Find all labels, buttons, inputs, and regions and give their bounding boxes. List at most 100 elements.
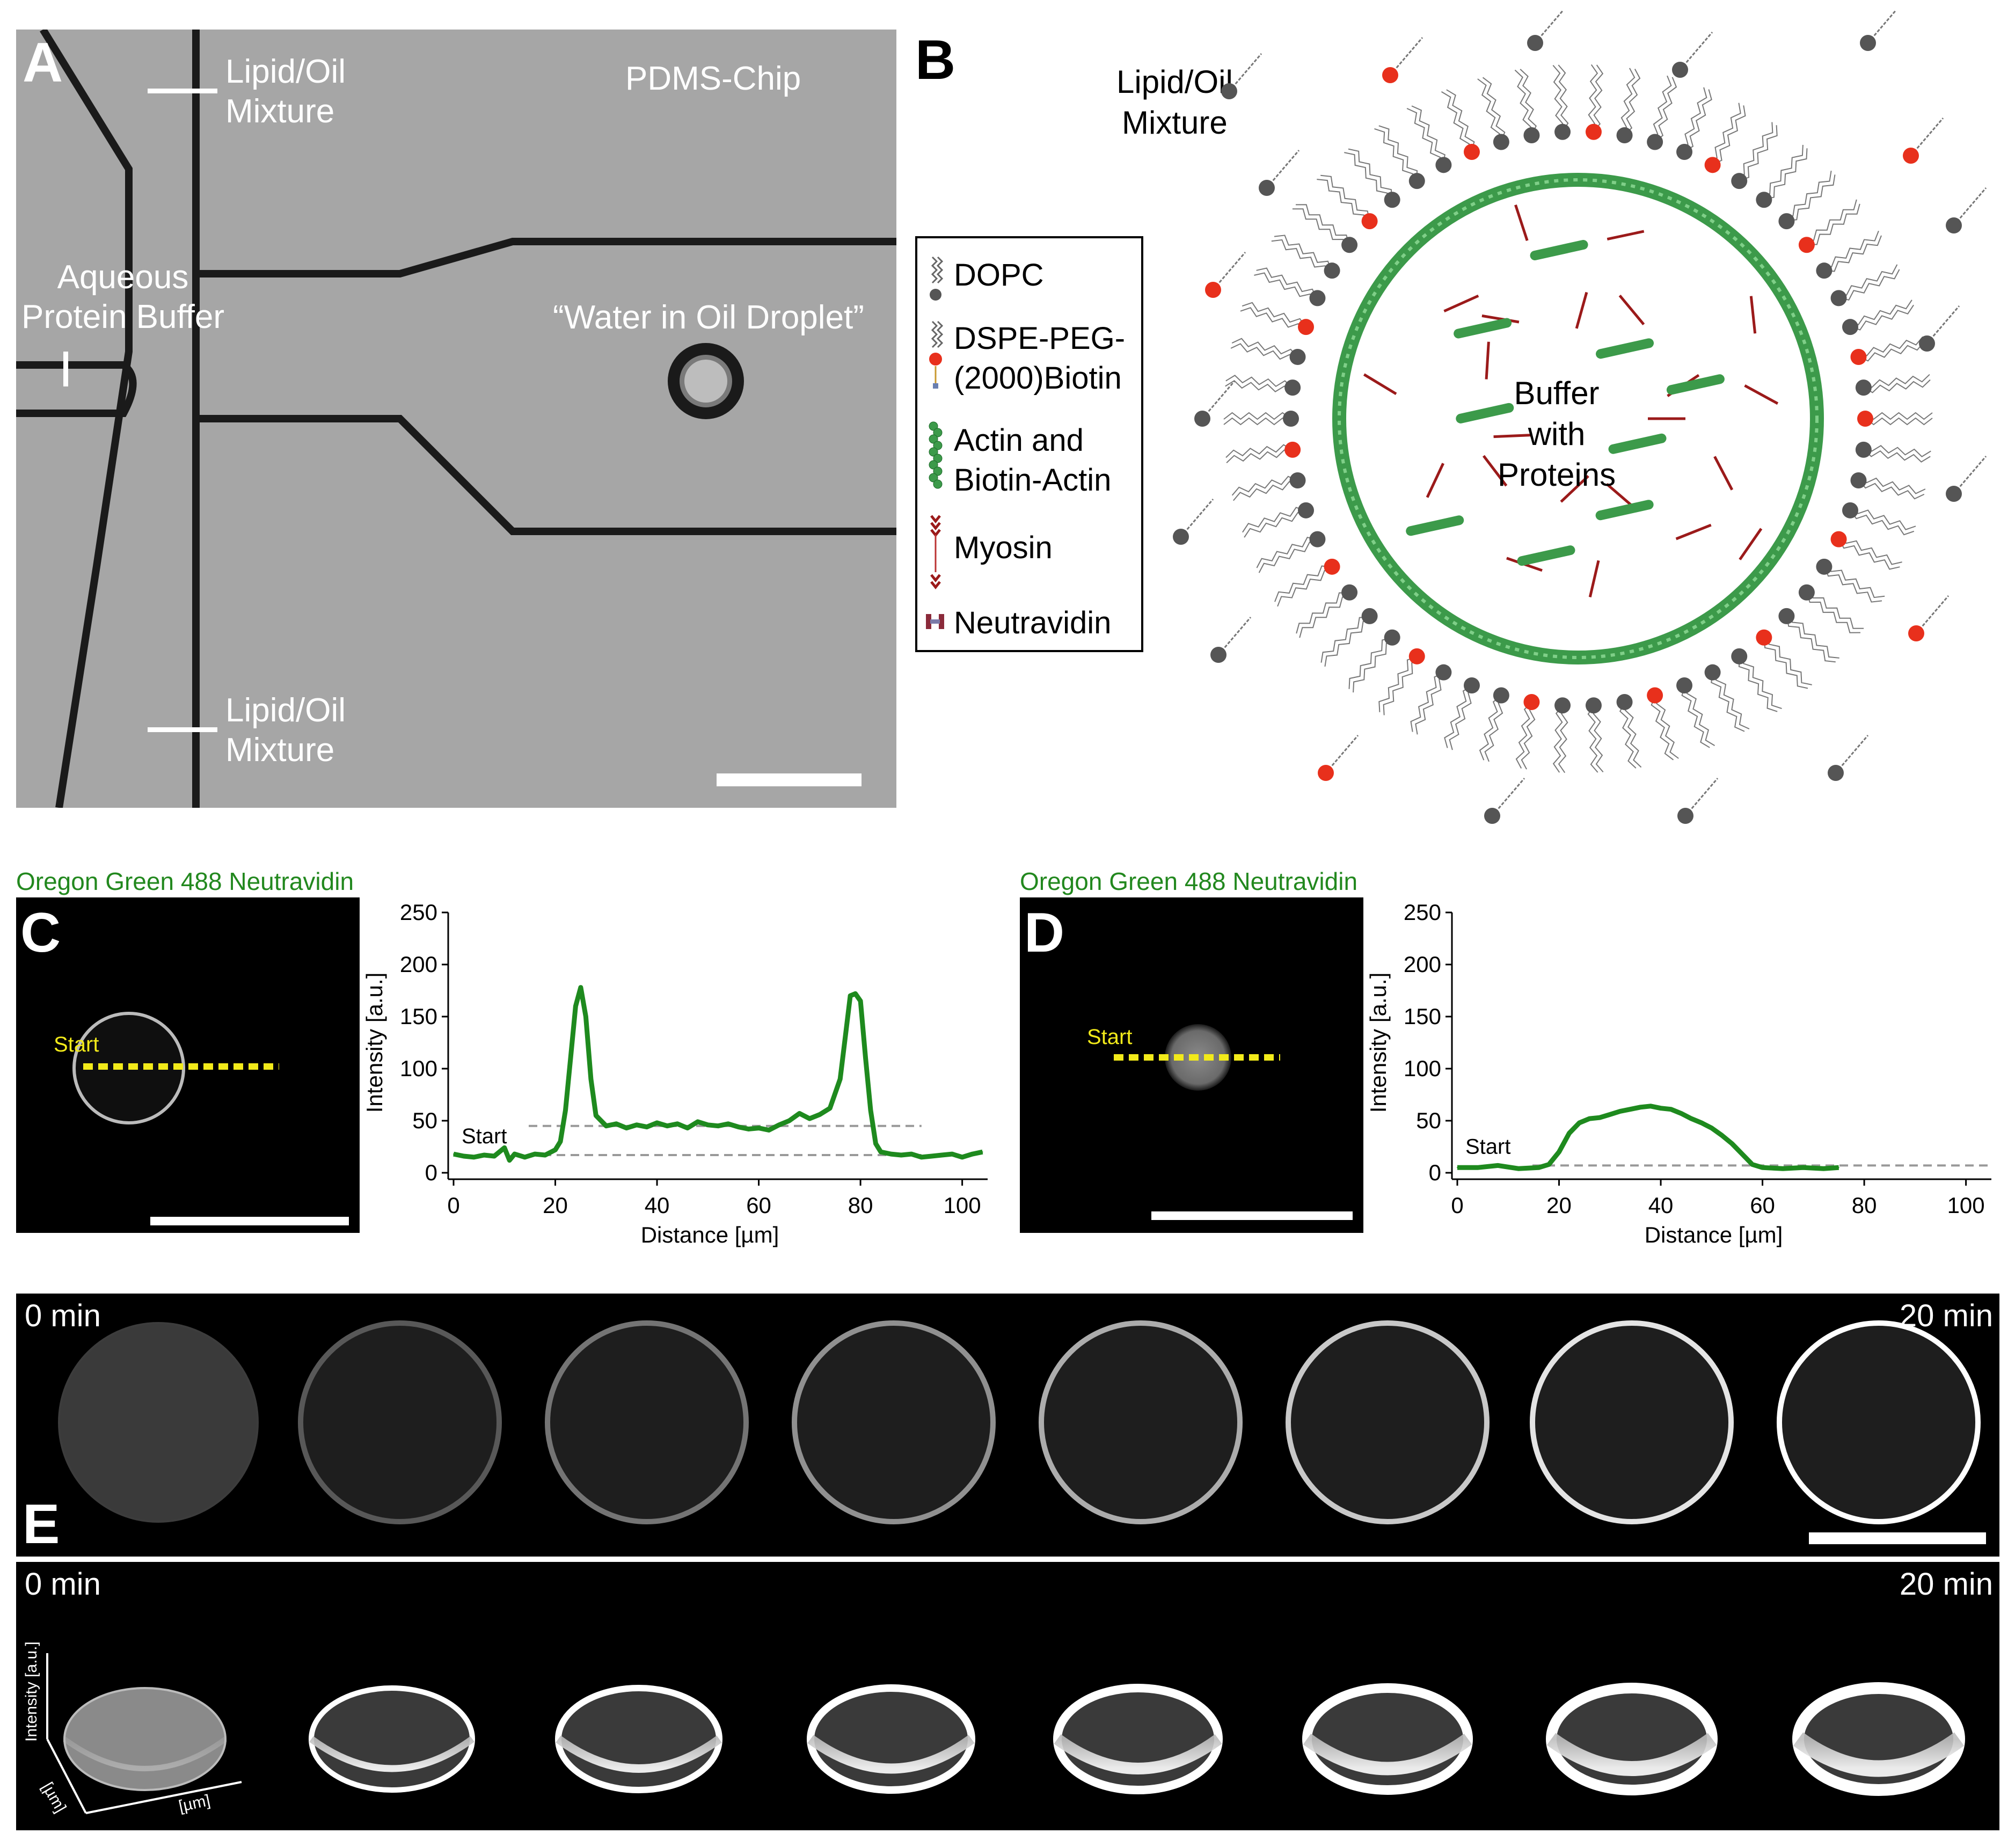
panel-d-y-tick-label: 50 — [1416, 1108, 1441, 1133]
panel-d-data-point — [1609, 1114, 1611, 1115]
panel-d-image: D Start — [1020, 897, 1363, 1233]
free-biotin-lipid — [1318, 765, 1334, 781]
panel-letter-e: E — [23, 1493, 60, 1555]
panel-c-data-point — [870, 1109, 872, 1111]
panel-d-data-point — [1731, 1143, 1733, 1144]
intensity-surface — [807, 1684, 975, 1794]
panel-d-data-point — [1823, 1168, 1824, 1170]
timelapse-droplet-frame — [1777, 1320, 1981, 1524]
panel-e-timelapse-strip: 0 min 20 min E — [16, 1294, 1999, 1557]
panel-d-data-point — [1782, 1168, 1784, 1170]
dopc-head — [1830, 290, 1847, 306]
dopc-head — [1855, 379, 1872, 396]
dopc-head — [1361, 608, 1378, 624]
biotin-lipid-head — [1463, 143, 1480, 160]
lipid-tail — [1734, 122, 1778, 181]
lipid-tail — [1271, 235, 1333, 276]
dopc-head — [1384, 192, 1400, 208]
panel-c-data-point — [768, 1129, 770, 1131]
label-aqueous-buffer: Aqueous Protein Buffer — [21, 258, 224, 337]
dopc-head — [1435, 664, 1452, 681]
dopc-head — [1554, 123, 1571, 140]
actin-filament — [1595, 500, 1654, 521]
myosin-motor — [1493, 434, 1531, 439]
free-dopc-lipid — [1527, 35, 1543, 51]
lipid-tail — [1256, 537, 1320, 573]
intensity-surface-rim — [807, 1735, 975, 1774]
timelapse-droplet-frame — [298, 1320, 502, 1524]
panel-d-x-tick-label: 20 — [1546, 1193, 1572, 1218]
panel-c-data-point — [580, 987, 581, 988]
panel-c-data-point — [951, 1153, 953, 1155]
dopc-head — [1816, 558, 1833, 575]
panel-d-data-point — [1477, 1167, 1478, 1168]
free-lipid-tail — [1684, 778, 1719, 816]
panel-c-y-tick-label: 0 — [425, 1160, 437, 1185]
panel-letter-a: A — [23, 32, 63, 94]
dopc-head — [1309, 531, 1326, 547]
panel-d-data-point — [1589, 1118, 1590, 1120]
intensity-surface — [63, 1687, 227, 1791]
panel-d-data-point — [1548, 1164, 1550, 1165]
panel-d-y-tick-label: 100 — [1404, 1056, 1441, 1081]
lipid-tail — [1863, 374, 1931, 393]
free-dopc-lipid — [1484, 808, 1500, 824]
panel-c-axes — [447, 912, 988, 1180]
free-dopc-lipid — [1194, 411, 1210, 427]
panel-c-data-point — [844, 1036, 846, 1038]
myosin-motor — [1744, 384, 1779, 405]
legend-label-actin: Actin and Biotin-Actin — [954, 423, 1112, 498]
panel-d-data-point — [1568, 1133, 1570, 1134]
panel-d-x-axis-label: Distance [µm] — [1645, 1222, 1783, 1247]
label-lipid-oil-mixture-text: Lipid/Oil Mixture — [1116, 64, 1233, 141]
panel-d-x-tick-label: 100 — [1947, 1193, 1985, 1218]
free-lipid-tail — [1228, 53, 1262, 92]
lipid-tail — [1738, 653, 1782, 712]
panel-c-image: C Start — [16, 897, 360, 1233]
scale-bar — [717, 773, 862, 786]
free-dopc-lipid — [1259, 180, 1275, 196]
lipid-tail — [1619, 700, 1642, 769]
legend-box: DOPC DSPE-PEG- (2000)Biotin Actin — [915, 236, 1143, 652]
intensity-surface-rim — [309, 1736, 474, 1772]
panel-d-x-tick-label: 40 — [1648, 1193, 1674, 1218]
lipid-tail — [1320, 616, 1374, 667]
dopc-head — [1341, 584, 1358, 601]
panel-c-data-point — [590, 1078, 592, 1080]
panel-c-data-point — [656, 1122, 658, 1123]
timelapse-droplet-frame — [1530, 1320, 1734, 1524]
lipid-tail — [1374, 125, 1418, 185]
dopc-head — [1408, 173, 1425, 189]
panel-c-data-point — [483, 1155, 485, 1156]
microfluidic-channels — [16, 30, 896, 808]
panel-c-data-point — [860, 1000, 862, 1002]
lipid-tail — [1836, 264, 1900, 301]
lipid-tail — [1782, 170, 1836, 222]
panel-d-y-tick-label: 250 — [1404, 900, 1441, 925]
panel-c-data-point — [910, 1153, 912, 1155]
label-aqueous-buffer-text: Aqueous Protein Buffer — [21, 259, 224, 335]
panel-c-data-point — [463, 1155, 464, 1157]
panel-d-data-point — [1838, 1167, 1839, 1168]
myosin-motor — [1675, 523, 1712, 540]
panel-c-data-point — [799, 1113, 800, 1114]
panel-c-droplet — [72, 1012, 349, 1225]
free-dopc-lipid — [1221, 83, 1237, 99]
panel-c-x-tick-label: 100 — [944, 1193, 981, 1218]
myosin-motor — [1618, 294, 1645, 326]
panel-c-data-point — [819, 1114, 821, 1115]
label-buffer-with-proteins: Buffer with Proteins — [1498, 373, 1616, 495]
myosin-motor — [1481, 314, 1520, 324]
biotin-lipid-head — [1830, 531, 1847, 547]
lipid-tail — [1707, 103, 1746, 165]
lipid-tail — [1618, 68, 1641, 136]
intensity-surface — [309, 1685, 475, 1793]
free-lipid-tail — [1926, 305, 1960, 344]
lipid-tail — [1348, 637, 1397, 693]
dopc-head — [1778, 213, 1795, 230]
panel-c-data-point — [616, 1123, 617, 1124]
panel-c-data-point — [676, 1123, 678, 1124]
free-dopc-lipid — [1860, 35, 1876, 51]
